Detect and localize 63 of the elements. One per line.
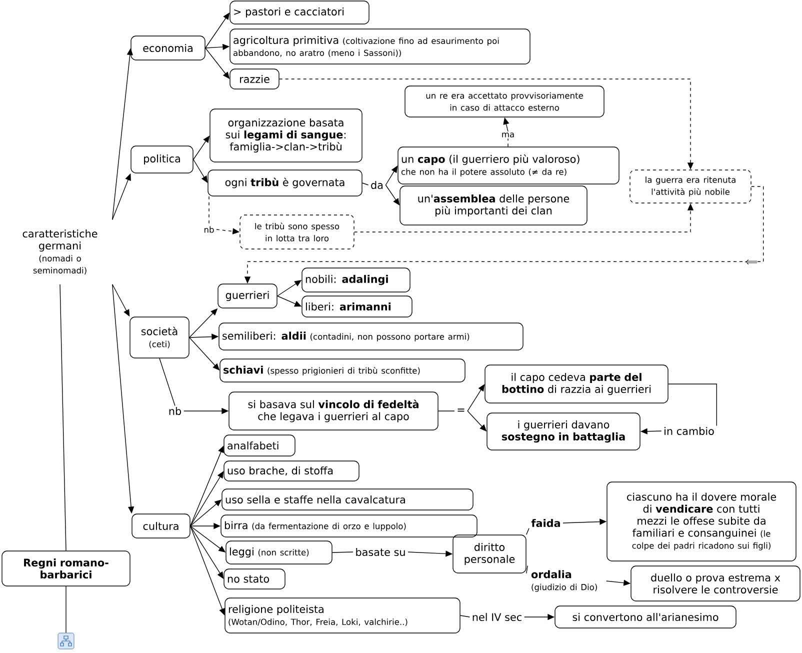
linking-phrase: faida (531, 518, 560, 528)
arrow (190, 471, 224, 526)
connector-line (60, 284, 66, 551)
note-box: la guerra era ritenuta l'attività più nobile (630, 170, 752, 204)
concept-box: analfabeti (224, 434, 296, 456)
concept-box: uso sella e staffe nella cavalcatura (222, 488, 474, 510)
concept-box: leggi (non scritte) (226, 540, 332, 564)
concept-box: razzie (230, 68, 280, 90)
concept-box: politica (130, 146, 194, 174)
concept-label: caratteristiche germani (nomadi o seminomadi) (22, 230, 98, 274)
concept-box: schiavi (spesso prigionieri di tribù sconfitte) (220, 358, 466, 382)
concept-box: cultura (132, 514, 190, 538)
linking-phrase: ordalia (giudizio di Dio) (531, 570, 597, 592)
note-box: le tribù sono spesso in lotta tra loro (240, 214, 354, 250)
connector-line (362, 182, 369, 186)
concept-box: semiliberi: aldii (contadini, non possono portare armi) (218, 322, 524, 350)
concept-box: il capo cedeva parte del bottino di razzia ai guerrieri (484, 364, 668, 404)
linking-phrase: ma (502, 132, 514, 138)
arrow (193, 159, 208, 183)
concept-box: ogni tribù è governata (208, 170, 362, 196)
concept-box: società (ceti) (130, 316, 190, 358)
concept-box: religione politeista (Wotan/Odino, Thor, Freia, Loki, valchirie..) (224, 598, 460, 634)
connector-line (332, 552, 354, 553)
hierarchy-icon (58, 632, 74, 650)
concept-box: un'assemblea delle persone più importanti dei clan (400, 186, 588, 226)
arrow (190, 526, 224, 579)
arrow (190, 446, 224, 526)
linking-phrase: = (458, 408, 464, 412)
concept-box: agricoltura primitiva (coltivazione fino ad esaurimento poi abbandono, no aratro (meno i Sassoni)) (230, 28, 530, 64)
concept-box: no stato (224, 568, 286, 590)
connector-line (159, 358, 176, 406)
connector-line (208, 196, 210, 226)
connector-line (526, 565, 528, 574)
concept-box: guerrieri (218, 284, 278, 308)
concept-box: organizzazione basata sui legami di sangue: famiglia->clan->tribù (210, 108, 362, 162)
concept-box: nobili: adalingi (302, 268, 410, 292)
linking-phrase: nb (204, 226, 214, 233)
linking-phrase: in cambio (664, 426, 714, 436)
arrow (467, 384, 485, 412)
concept-box: un re era accettato provvisoriamente in caso di attacco esterno (404, 86, 604, 118)
concept-box: Regni romano-barbarici (2, 550, 130, 586)
linking-phrase: nel IV sec (472, 612, 522, 622)
concept-box: diritto personale (452, 534, 526, 574)
connector-line (438, 410, 455, 412)
concept-box: i guerrieri davano sostegno in battaglia (486, 412, 640, 450)
linking-phrase: da (371, 180, 383, 190)
concept-box: uso brache, di stoffa (224, 460, 360, 482)
concept-box: birra (da fermentazione di orzo e luppolo) (220, 514, 478, 538)
connector-line (526, 528, 530, 535)
linking-phrase: nb (169, 406, 182, 416)
connector-line (668, 384, 717, 426)
concept-box: liberi: arimanni (302, 296, 412, 318)
linking-phrase: basate su (356, 548, 405, 556)
concept-box: duello o prova estrema x risolvere le controversie (630, 566, 800, 602)
arrow (385, 166, 398, 186)
concept-box: si convertono all'arianesimo (554, 606, 736, 628)
concept-box: ciascuno ha il dovere morale di vendicare con tutti mezzi le offese subite da familiari e consanguinei (le colpe dei padri ricadono sui figli) (606, 482, 796, 562)
concept-box: si basava sul vincolo di fedeltà che legava i guerrieri al capo (228, 392, 438, 430)
concept-box: > pastori e cacciatori (230, 0, 370, 24)
arrow (190, 526, 226, 616)
connector-line (460, 615, 470, 618)
concept-box: un capo (il guerriero più valoroso) che non ha il potere assoluto (≠ da re) (398, 146, 620, 184)
concept-box: economia (130, 36, 206, 60)
